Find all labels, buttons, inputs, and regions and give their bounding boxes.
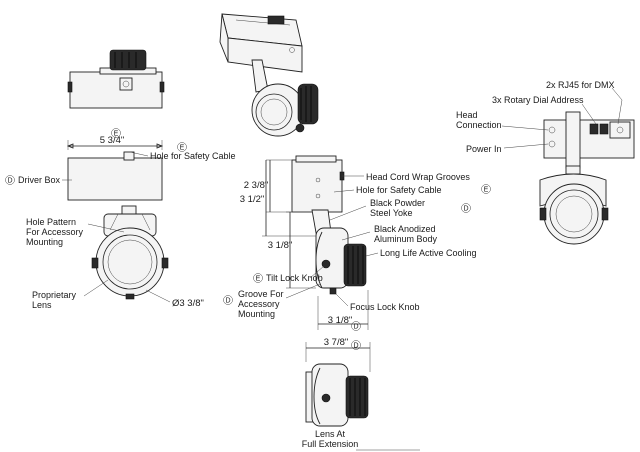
svg-text:E: E xyxy=(484,187,489,194)
badge-e-safety: E xyxy=(177,142,187,152)
callout-groove-2: Accessory xyxy=(238,299,280,309)
callout-proprietary-lens-2: Lens xyxy=(32,300,52,310)
isometric-cooling-fins xyxy=(297,83,319,125)
callout-groove-1: Groove For xyxy=(238,289,284,299)
callout-hole-safety-cable-top: Hole for Safety Cable xyxy=(150,151,236,161)
dim-top-width-badge: E xyxy=(111,128,121,138)
callout-hole-pattern-3: Mounting xyxy=(26,237,63,247)
callout-tilt-lock: Tilt Lock Knob xyxy=(266,273,323,283)
badge-e-tilt: E xyxy=(253,273,263,283)
front-view: 5 3/4" E xyxy=(66,128,169,300)
front-view-callouts: E Hole for Safety Cable D Driver Box Hol… xyxy=(5,142,236,310)
badge-d-depth: D xyxy=(351,321,361,331)
callout-lens-extension-2: Full Extension xyxy=(302,439,359,449)
rear-view-callouts: 2x RJ45 for DMX 3x Rotary Dial Address H… xyxy=(456,80,623,154)
callout-long-life-cooling: Long Life Active Cooling xyxy=(380,248,477,258)
svg-text:E: E xyxy=(256,276,261,283)
svg-text:E: E xyxy=(180,145,185,152)
badge-d-extended: D xyxy=(351,340,361,350)
callout-proprietary-lens-1: Proprietary xyxy=(32,290,77,300)
side-view-dimensions: 2 3/8" 3 1/2" 3 1/8" 3 1/8" D xyxy=(240,159,369,331)
callout-black-powder-1: Black Powder xyxy=(370,198,425,208)
callout-head-connection-2: Connection xyxy=(456,120,502,130)
callout-black-powder-2: Steel Yoke xyxy=(370,208,413,218)
callout-groove-3: Mounting xyxy=(238,309,275,319)
side-view xyxy=(291,155,367,295)
svg-text:D: D xyxy=(225,298,230,305)
dim-yoke-height: 3 1/2" xyxy=(240,194,265,205)
callout-rotary: 3x Rotary Dial Address xyxy=(492,95,584,105)
badge-d-yoke: D xyxy=(461,203,471,213)
svg-text:D: D xyxy=(353,324,358,331)
callout-focus-lock: Focus Lock Knob xyxy=(350,302,420,312)
dim-head-cord-height: 2 3/8" xyxy=(244,180,269,191)
dim-lens-diameter: Ø3 3/8" xyxy=(172,298,204,309)
side-view-callouts: Head Cord Wrap Grooves Hole for Safety C… xyxy=(223,172,491,319)
badge-d-groove: D xyxy=(223,295,233,305)
badge-d-driver: D xyxy=(5,175,15,185)
callout-head-connection-1: Head xyxy=(456,110,478,120)
callout-power-in: Power In xyxy=(466,144,502,154)
callout-hole-safety-cable-side: Hole for Safety Cable xyxy=(356,185,442,195)
dim-head-depth-extended: 3 7/8" xyxy=(324,337,349,348)
callout-black-anodized-2: Aluminum Body xyxy=(374,234,438,244)
dim-head-depth: 3 1/8" xyxy=(328,315,353,326)
rear-view xyxy=(539,111,635,245)
top-view-fins xyxy=(109,49,147,71)
isometric-view xyxy=(219,13,319,137)
svg-text:D: D xyxy=(7,178,12,185)
callout-driver-box: Driver Box xyxy=(18,175,61,185)
callout-lens-extension-1: Lens At xyxy=(315,429,346,439)
side-view-fins xyxy=(343,243,367,287)
badge-e-side: E xyxy=(481,184,491,194)
callout-rj45: 2x RJ45 for DMX xyxy=(546,80,615,90)
callout-hole-pattern-1: Hole Pattern xyxy=(26,217,76,227)
callout-hole-pattern-2: For Accessory xyxy=(26,227,84,237)
top-view xyxy=(67,49,165,109)
extended-lens-view: 3 7/8" D Lens At Full Extension xyxy=(302,337,420,451)
callout-head-cord-wrap: Head Cord Wrap Grooves xyxy=(366,172,470,182)
svg-text:E: E xyxy=(114,131,119,138)
svg-text:D: D xyxy=(353,343,358,350)
callout-black-anodized-1: Black Anodized xyxy=(374,224,436,234)
dim-arm-height: 3 1/8" xyxy=(268,240,293,251)
svg-text:D: D xyxy=(463,206,468,213)
dim-top-width: 5 3/4" xyxy=(100,135,125,146)
